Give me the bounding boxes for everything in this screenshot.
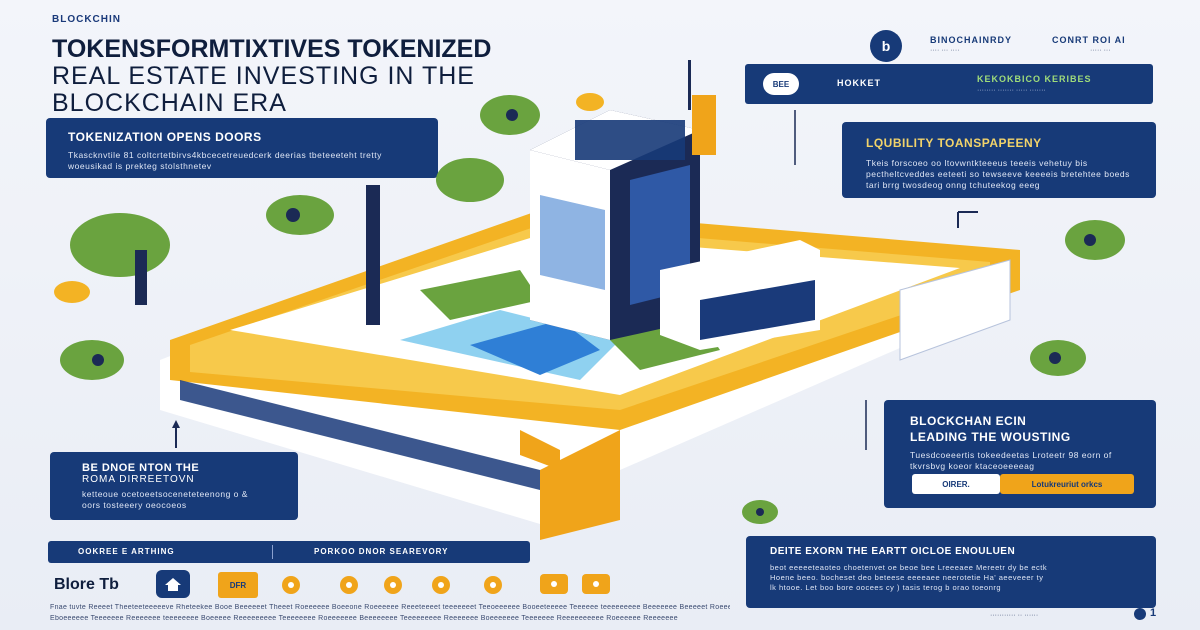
brand-circle-glyph: b bbox=[881, 38, 891, 54]
footer-text-1: Fnae tuvte Reeeet Theeteeteeeeeve Rhetee… bbox=[50, 604, 730, 611]
blockchain-card-title-2: LEADING THE WOUSTING bbox=[910, 430, 1071, 444]
deposit-card-title-2: ROMA DIRREETOVN bbox=[82, 474, 195, 485]
deposit-card: BE DNOE NTON THE ROMA DIRREETOVN ketteou… bbox=[50, 452, 298, 520]
house-icon-svg bbox=[165, 578, 181, 591]
token-icon[interactable] bbox=[340, 576, 358, 594]
liquidity-card-title: LQUBILITY TOANSPAPEENY bbox=[866, 136, 1042, 150]
bottom-right-note: ··········· ·· ······ bbox=[990, 612, 1039, 619]
deposit-card-body: ketteoue ocetoeetsoceneteteenong o & oor… bbox=[82, 489, 248, 510]
bottom-right-card-body-1: beot eeeeeteaoteo choetenvet oe beoe bee… bbox=[770, 563, 1048, 572]
bottom-bar-divider bbox=[272, 545, 273, 559]
footer-text-2: Eboeeeeee Teeeeeee Reeeeeee teeeeeeee Bo… bbox=[50, 615, 678, 622]
brand-circle-icon[interactable]: b bbox=[870, 30, 902, 62]
top-link-sub: ····· ··· bbox=[1090, 47, 1111, 54]
arrow-icon[interactable] bbox=[582, 574, 610, 594]
tokenization-card-body: Tkascknvtile 81 coltcrtetbirvs4kbcecetre… bbox=[68, 150, 382, 171]
liquidity-card: LQUBILITY TOANSPAPEENY Tkeis forscoeo oo… bbox=[842, 122, 1156, 198]
page-marker-icon bbox=[1134, 608, 1146, 620]
house-icon[interactable] bbox=[156, 570, 190, 598]
top-badge-label: BINOCHAINRDY bbox=[930, 35, 1013, 45]
liquidity-card-body: Tkeis forscoeo oo ltovwntkteeeus teeeis … bbox=[866, 158, 1130, 190]
bottom-right-card: DEITE EXORN THE EARTT OICLOE ENOULUEN be… bbox=[746, 536, 1156, 608]
lock-icon[interactable] bbox=[384, 576, 402, 594]
bottom-right-card-body-3: lk htooe. Let boo bore oocees cy ) tasis… bbox=[770, 583, 1002, 592]
market-bar-icon-text: BEE bbox=[772, 79, 790, 89]
tokenization-card: TOKENIZATION OPENS DOORS Tkascknvtile 81… bbox=[46, 118, 438, 178]
blockchain-card-left-button[interactable]: OIRER. bbox=[912, 474, 1000, 494]
bottom-bar-right: PORKOO DNOR SEAREVORY bbox=[314, 547, 449, 556]
blockchain-card-right-button[interactable]: Lotukreuriut orkcs bbox=[1000, 474, 1134, 494]
market-bar: BEE HOKKET KEKOKBICO KERIBES ········ ··… bbox=[745, 64, 1153, 104]
page-title: TOKENSFORMTIXTIVES TOKENIZED REAL ESTATE… bbox=[52, 36, 612, 117]
tokenization-card-title: TOKENIZATION OPENS DOORS bbox=[68, 130, 262, 144]
shield-icon[interactable] bbox=[432, 576, 450, 594]
page-marker: 1 bbox=[1150, 607, 1157, 619]
title-line-1: TOKENSFORMTIXTIVES TOKENIZED bbox=[52, 35, 492, 63]
market-bar-icon[interactable]: BEE bbox=[763, 73, 799, 95]
bottom-bar-left: OOKREE E ARTHING bbox=[78, 547, 175, 556]
top-badge-sub: ···· ··· ···· bbox=[930, 47, 960, 54]
brand-badge[interactable]: DFR bbox=[218, 572, 258, 598]
blockchain-card-body: Tuesdcoeeertis tokeedeetas Lroteetr 98 e… bbox=[910, 450, 1112, 471]
title-line-2: REAL ESTATE INVESTING IN THE bbox=[52, 62, 475, 90]
key-icon[interactable] bbox=[540, 574, 568, 594]
kicker-label: BLOCKCHIN bbox=[52, 14, 121, 25]
blockchain-card: BLOCKCHAN ECIN LEADING THE WOUSTING Tues… bbox=[884, 400, 1156, 508]
title-line-3: BLOCKCHAIN ERA bbox=[52, 89, 287, 117]
bottom-right-card-body-2: Hoene beeo. bocheset deo beteese eeeeaee… bbox=[770, 573, 1044, 582]
deposit-card-title-1: BE DNOE NTON THE bbox=[82, 462, 200, 474]
bottom-bar: OOKREE E ARTHING PORKOO DNOR SEAREVORY bbox=[48, 541, 530, 563]
brand-name: Blore Tb bbox=[54, 576, 119, 593]
blockchain-card-title-1: BLOCKCHAN ECIN bbox=[910, 414, 1027, 428]
bottom-right-card-title: DEITE EXORN THE EARTT OICLOE ENOULUEN bbox=[770, 546, 1016, 557]
market-bar-sub: ········ ······· ····· ······· bbox=[977, 87, 1046, 94]
chart-icon[interactable] bbox=[484, 576, 502, 594]
coin-icon[interactable] bbox=[282, 576, 300, 594]
market-bar-label: HOKKET bbox=[837, 78, 881, 88]
market-bar-highlight: KEKOKBICO KERIBES bbox=[977, 74, 1092, 84]
top-link-label[interactable]: CONRT ROI AI bbox=[1052, 35, 1126, 45]
